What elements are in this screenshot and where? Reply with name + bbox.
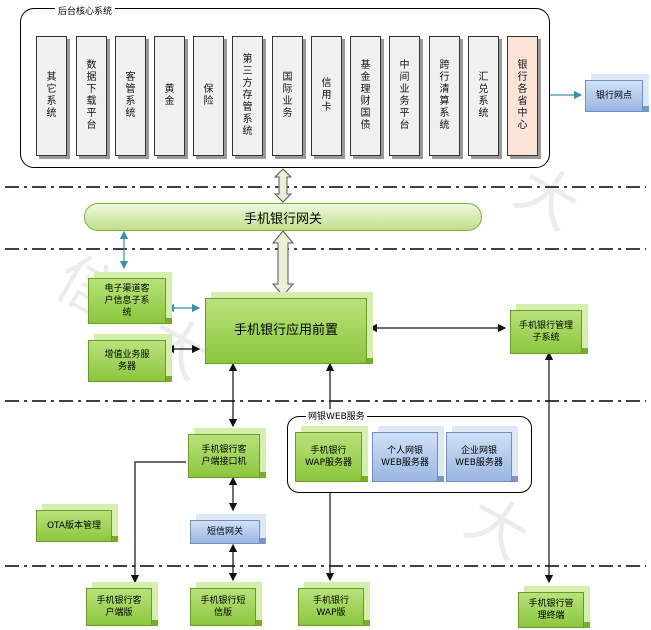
- bank-branch-label: 银行网点: [595, 91, 632, 101]
- system-gold: 黄金: [154, 36, 185, 156]
- system-intermediate: 中间业务平台: [389, 36, 420, 156]
- enterprise-web-label: 企业网银WEB服务器: [455, 446, 503, 468]
- bank-branch-node: 银行网点: [585, 80, 643, 112]
- enterprise-web-server: 企业网银WEB服务器: [446, 432, 512, 482]
- mgmt-subsystem-label: 手机银行管理子系统: [518, 321, 573, 343]
- sms-gateway-label: 短信网关: [206, 527, 243, 537]
- application-front-end: 手机银行应用前置: [205, 298, 367, 364]
- system-remittance: 汇兑系统: [468, 36, 499, 156]
- system-provincial-center: 银行各省中心: [507, 36, 538, 156]
- management-terminal-label: 手机银行管理终端: [528, 599, 574, 621]
- system-insurance: 保险: [193, 36, 224, 156]
- management-terminal-node: 手机银行管理终端: [518, 592, 584, 628]
- sms-version-label: 手机银行短信版: [200, 596, 246, 618]
- system-data-download: 数据下载平台: [76, 36, 107, 156]
- mobile-banking-gateway: 手机银行网关: [84, 203, 482, 231]
- ota-version-management: OTA版本管理: [36, 510, 112, 542]
- system-customer-mgmt: 客管系统: [115, 36, 146, 156]
- core-gateway-arrow: [273, 168, 293, 203]
- client-version-label: 手机银行客户端版: [96, 596, 142, 618]
- gateway-front-arrow: [271, 230, 295, 297]
- sms-version-node: 手机银行短信版: [190, 588, 256, 626]
- management-subsystem: 手机银行管理子系统: [510, 310, 582, 354]
- e-channel-label: 电子渠道客户信息子系统: [104, 284, 150, 318]
- system-third-party-custody: 第三方存管系统: [232, 36, 263, 156]
- wap-server-label: 手机银行WAP服务器: [305, 446, 352, 468]
- system-interbank-clearing: 跨行清算系统: [429, 36, 460, 156]
- e-channel-info-subsystem: 电子渠道客户信息子系统: [88, 278, 166, 324]
- wap-server: 手机银行WAP服务器: [295, 432, 362, 482]
- front-label: 手机银行应用前置: [233, 323, 338, 338]
- sms-gateway: 短信网关: [190, 520, 260, 544]
- wap-version-node: 手机银行WAP版: [298, 588, 364, 626]
- client-interface-machine: 手机银行客户端接口机: [188, 434, 260, 478]
- system-international: 国际业务: [272, 36, 303, 156]
- access-client-arrow: [130, 461, 186, 584]
- value-added-server: 增值业务服务器: [88, 340, 166, 382]
- access-label: 手机银行客户端接口机: [201, 445, 247, 467]
- client-version-node: 手机银行客户端版: [86, 588, 152, 626]
- system-fund-finance: 基金理财国债: [350, 36, 381, 156]
- value-added-label: 增值业务服务器: [104, 350, 150, 372]
- system-credit-card: 信用卡: [311, 36, 342, 156]
- personal-web-server: 个人网银WEB服务器: [372, 432, 438, 482]
- system-other: 其它系统: [36, 36, 67, 156]
- ota-label: OTA版本管理: [46, 521, 102, 531]
- gateway-label: 手机银行网关: [243, 211, 322, 227]
- web-service-title: 网银WEB服务: [306, 409, 367, 422]
- wap-version-label: 手机银行WAP版: [312, 596, 349, 618]
- personal-web-label: 个人网银WEB服务器: [381, 446, 429, 468]
- core-system-title: 后台核心系统: [55, 4, 116, 17]
